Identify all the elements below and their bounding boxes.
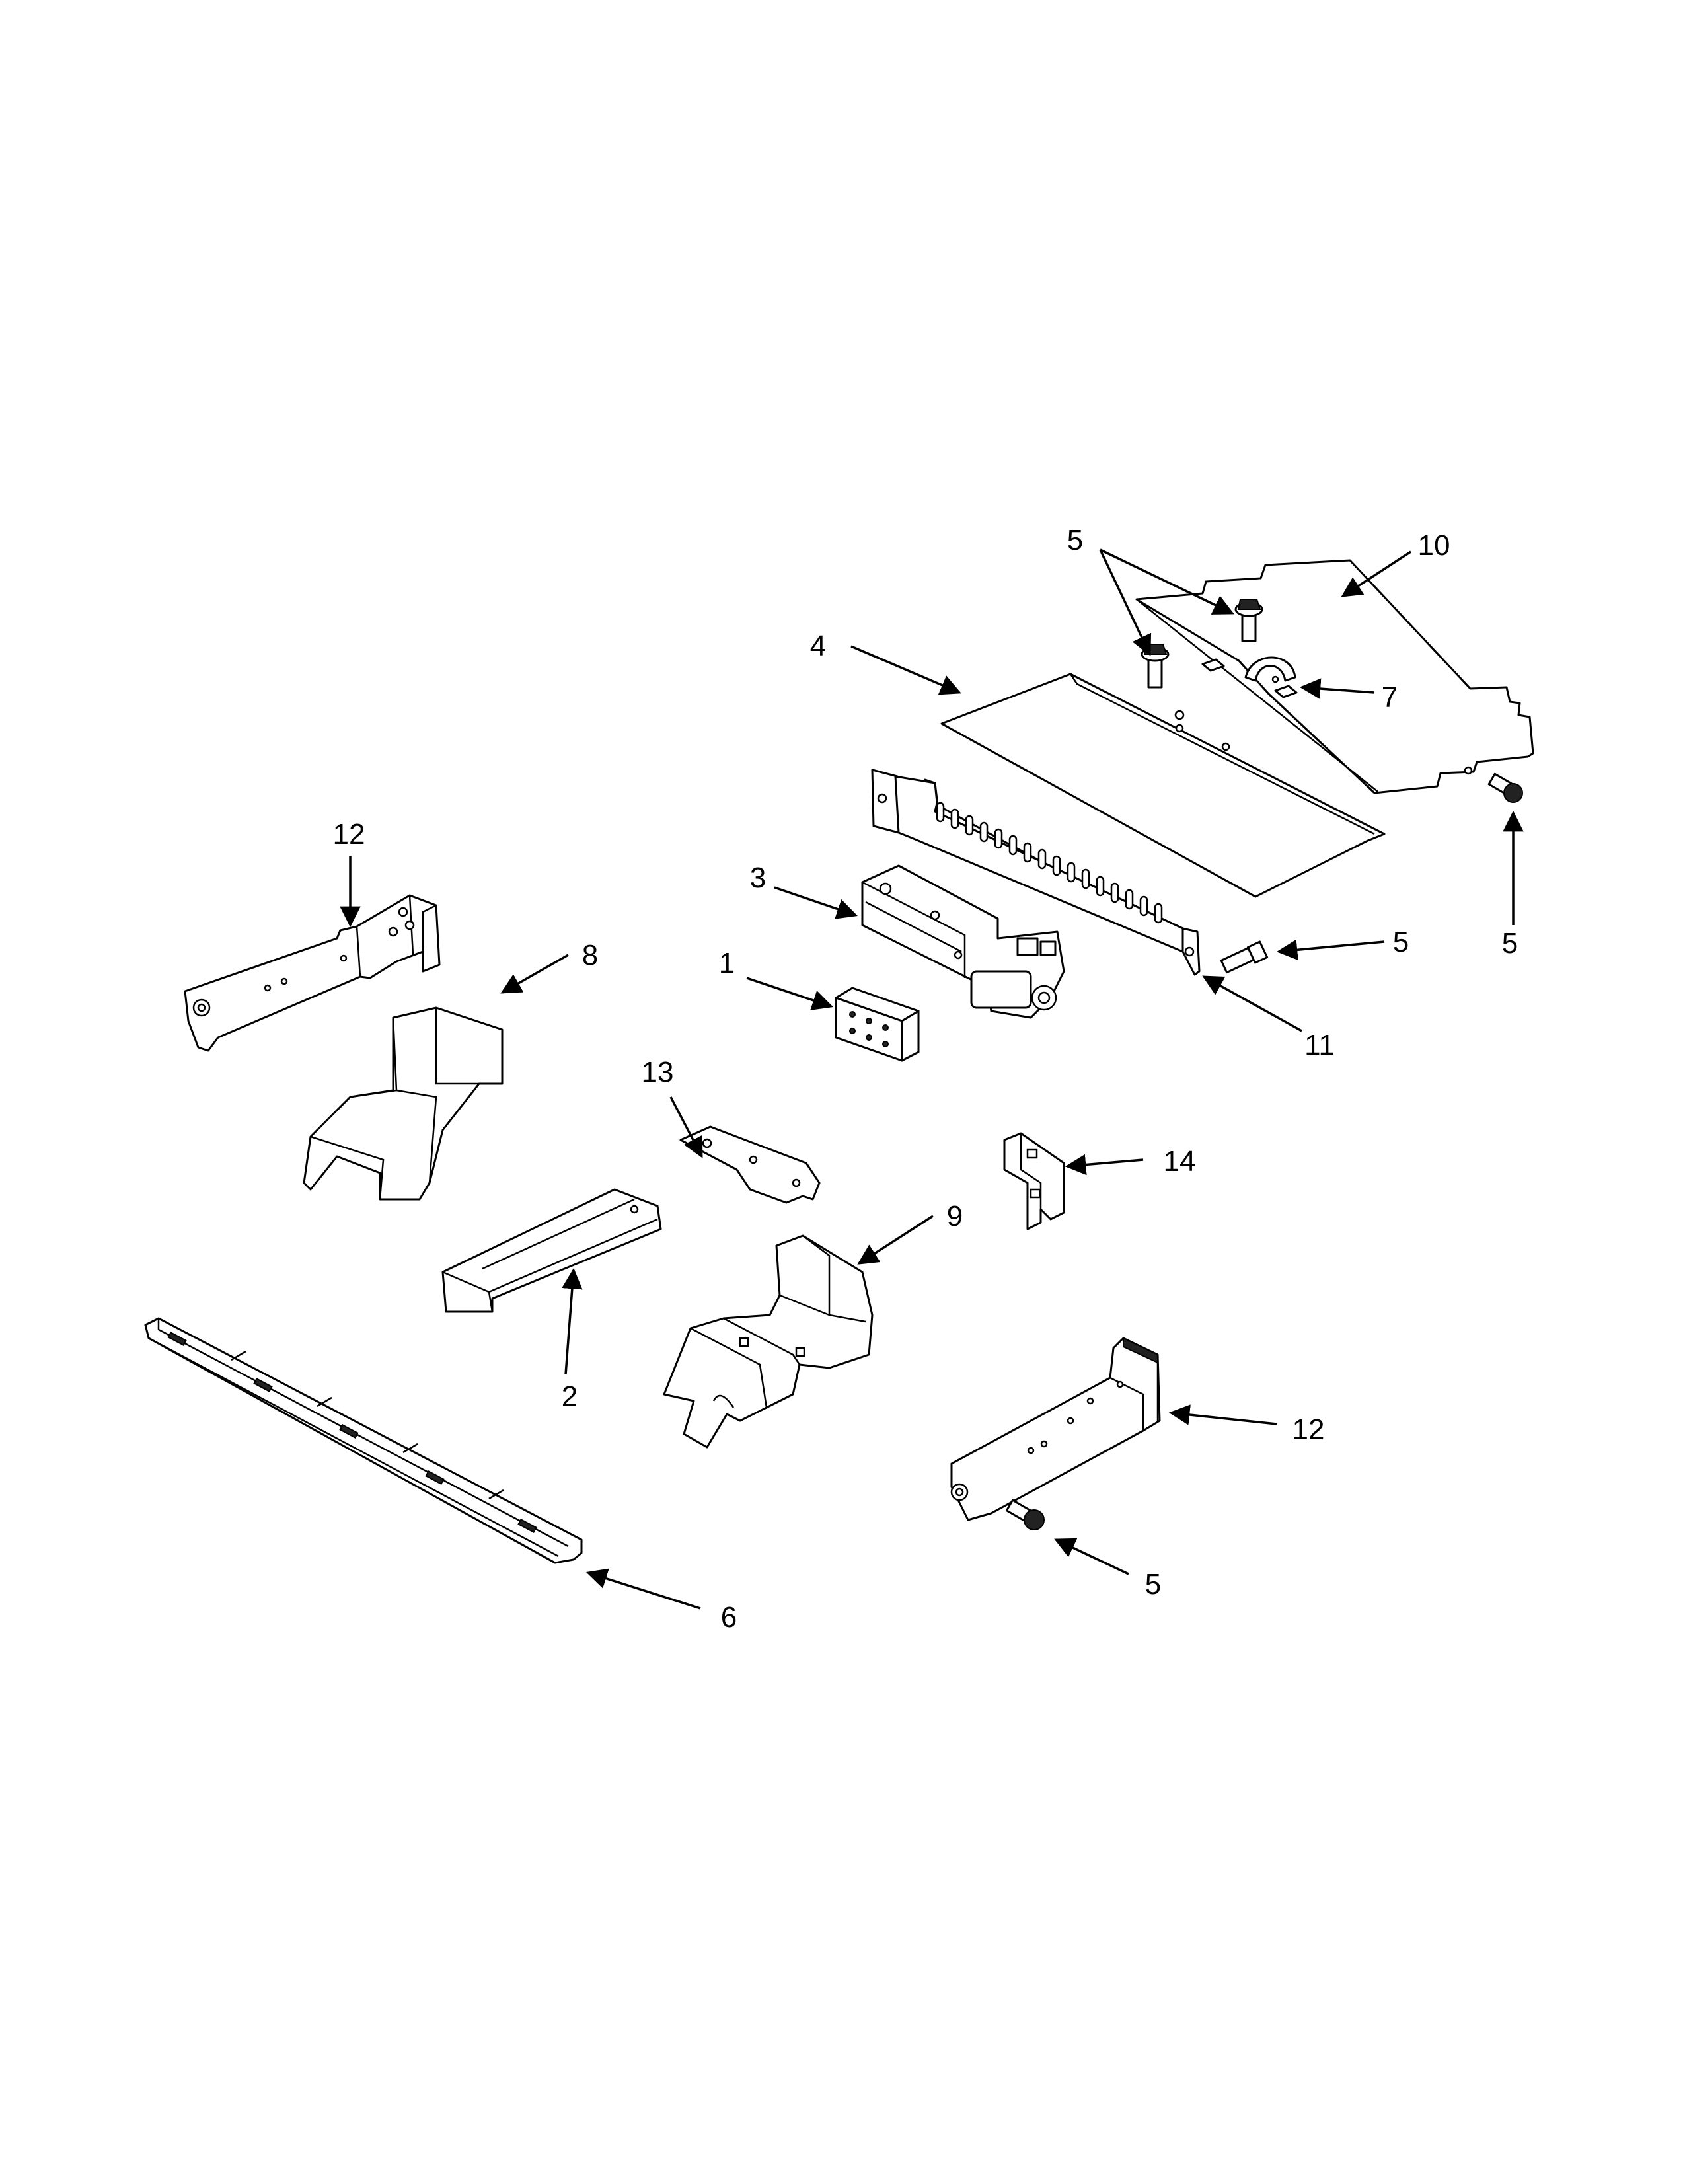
callout-4: 4 bbox=[810, 630, 826, 662]
callout-6: 6 bbox=[721, 1601, 737, 1634]
leader-5d bbox=[1276, 939, 1385, 961]
screw-5-far-right bbox=[1487, 772, 1523, 803]
leader-4 bbox=[850, 645, 961, 695]
part-7-clamp bbox=[1201, 656, 1298, 698]
leader-6 bbox=[585, 1568, 701, 1610]
part-1-terminal-block bbox=[835, 987, 920, 1062]
part-11-bracket-rail bbox=[871, 769, 1201, 976]
part-13-plate bbox=[679, 1125, 821, 1204]
part-6-front-rail bbox=[144, 1317, 583, 1564]
callout-8: 8 bbox=[582, 939, 598, 971]
leader-2 bbox=[562, 1267, 583, 1375]
callout-14: 14 bbox=[1164, 1145, 1196, 1178]
callout-13: 13 bbox=[642, 1056, 674, 1088]
leader-3 bbox=[774, 886, 858, 919]
screw-5-upper-right bbox=[1234, 599, 1263, 642]
leader-5e bbox=[1054, 1538, 1129, 1575]
leader-14 bbox=[1065, 1154, 1144, 1176]
screw-5-upper-left bbox=[1141, 644, 1170, 689]
callout-labels: 4 5 10 7 5 5 11 3 1 12 8 13 14 9 2 12 5 … bbox=[333, 524, 1518, 1634]
leader-5a bbox=[1099, 549, 1152, 656]
part-3-valve-assembly bbox=[861, 864, 1065, 1019]
callout-10: 10 bbox=[1418, 529, 1450, 562]
callout-9: 9 bbox=[947, 1200, 963, 1232]
callout-12-left: 12 bbox=[333, 818, 365, 850]
callout-2: 2 bbox=[562, 1380, 578, 1413]
callout-11: 11 bbox=[1304, 1029, 1335, 1061]
part-4-heat-shield bbox=[940, 673, 1386, 898]
leader-11 bbox=[1202, 975, 1302, 1032]
part-2-channel bbox=[441, 1188, 662, 1313]
leader-9 bbox=[857, 1215, 934, 1265]
part-12-left-bracket bbox=[184, 894, 441, 1052]
part-12-right-bracket bbox=[950, 1337, 1161, 1521]
callout-5-right: 5 bbox=[1502, 927, 1518, 960]
screw-5-bracket bbox=[1005, 1499, 1045, 1530]
callout-5-bracket: 5 bbox=[1145, 1568, 1161, 1600]
leader-1 bbox=[746, 977, 833, 1010]
part-10-cover-panel bbox=[1135, 559, 1534, 794]
callout-5-rail: 5 bbox=[1393, 926, 1409, 958]
callout-1: 1 bbox=[719, 947, 735, 979]
callout-3: 3 bbox=[750, 862, 766, 894]
leader-8 bbox=[500, 954, 569, 994]
leader-lines bbox=[340, 548, 1524, 1610]
leader-12b bbox=[1168, 1404, 1277, 1425]
part-9-duct-housing bbox=[663, 1234, 874, 1449]
leader-10 bbox=[1341, 550, 1411, 597]
leader-7 bbox=[1299, 678, 1375, 699]
callout-12-right: 12 bbox=[1292, 1413, 1325, 1446]
callout-7: 7 bbox=[1382, 681, 1398, 714]
rail-slots bbox=[936, 802, 1163, 924]
leader-13 bbox=[669, 1096, 703, 1158]
leader-5b bbox=[1100, 548, 1234, 615]
part-14-small-bracket bbox=[1003, 1132, 1065, 1230]
screw-5-rail bbox=[1220, 940, 1269, 974]
callout-5-top: 5 bbox=[1067, 524, 1083, 556]
part-8-duct bbox=[303, 1006, 504, 1201]
